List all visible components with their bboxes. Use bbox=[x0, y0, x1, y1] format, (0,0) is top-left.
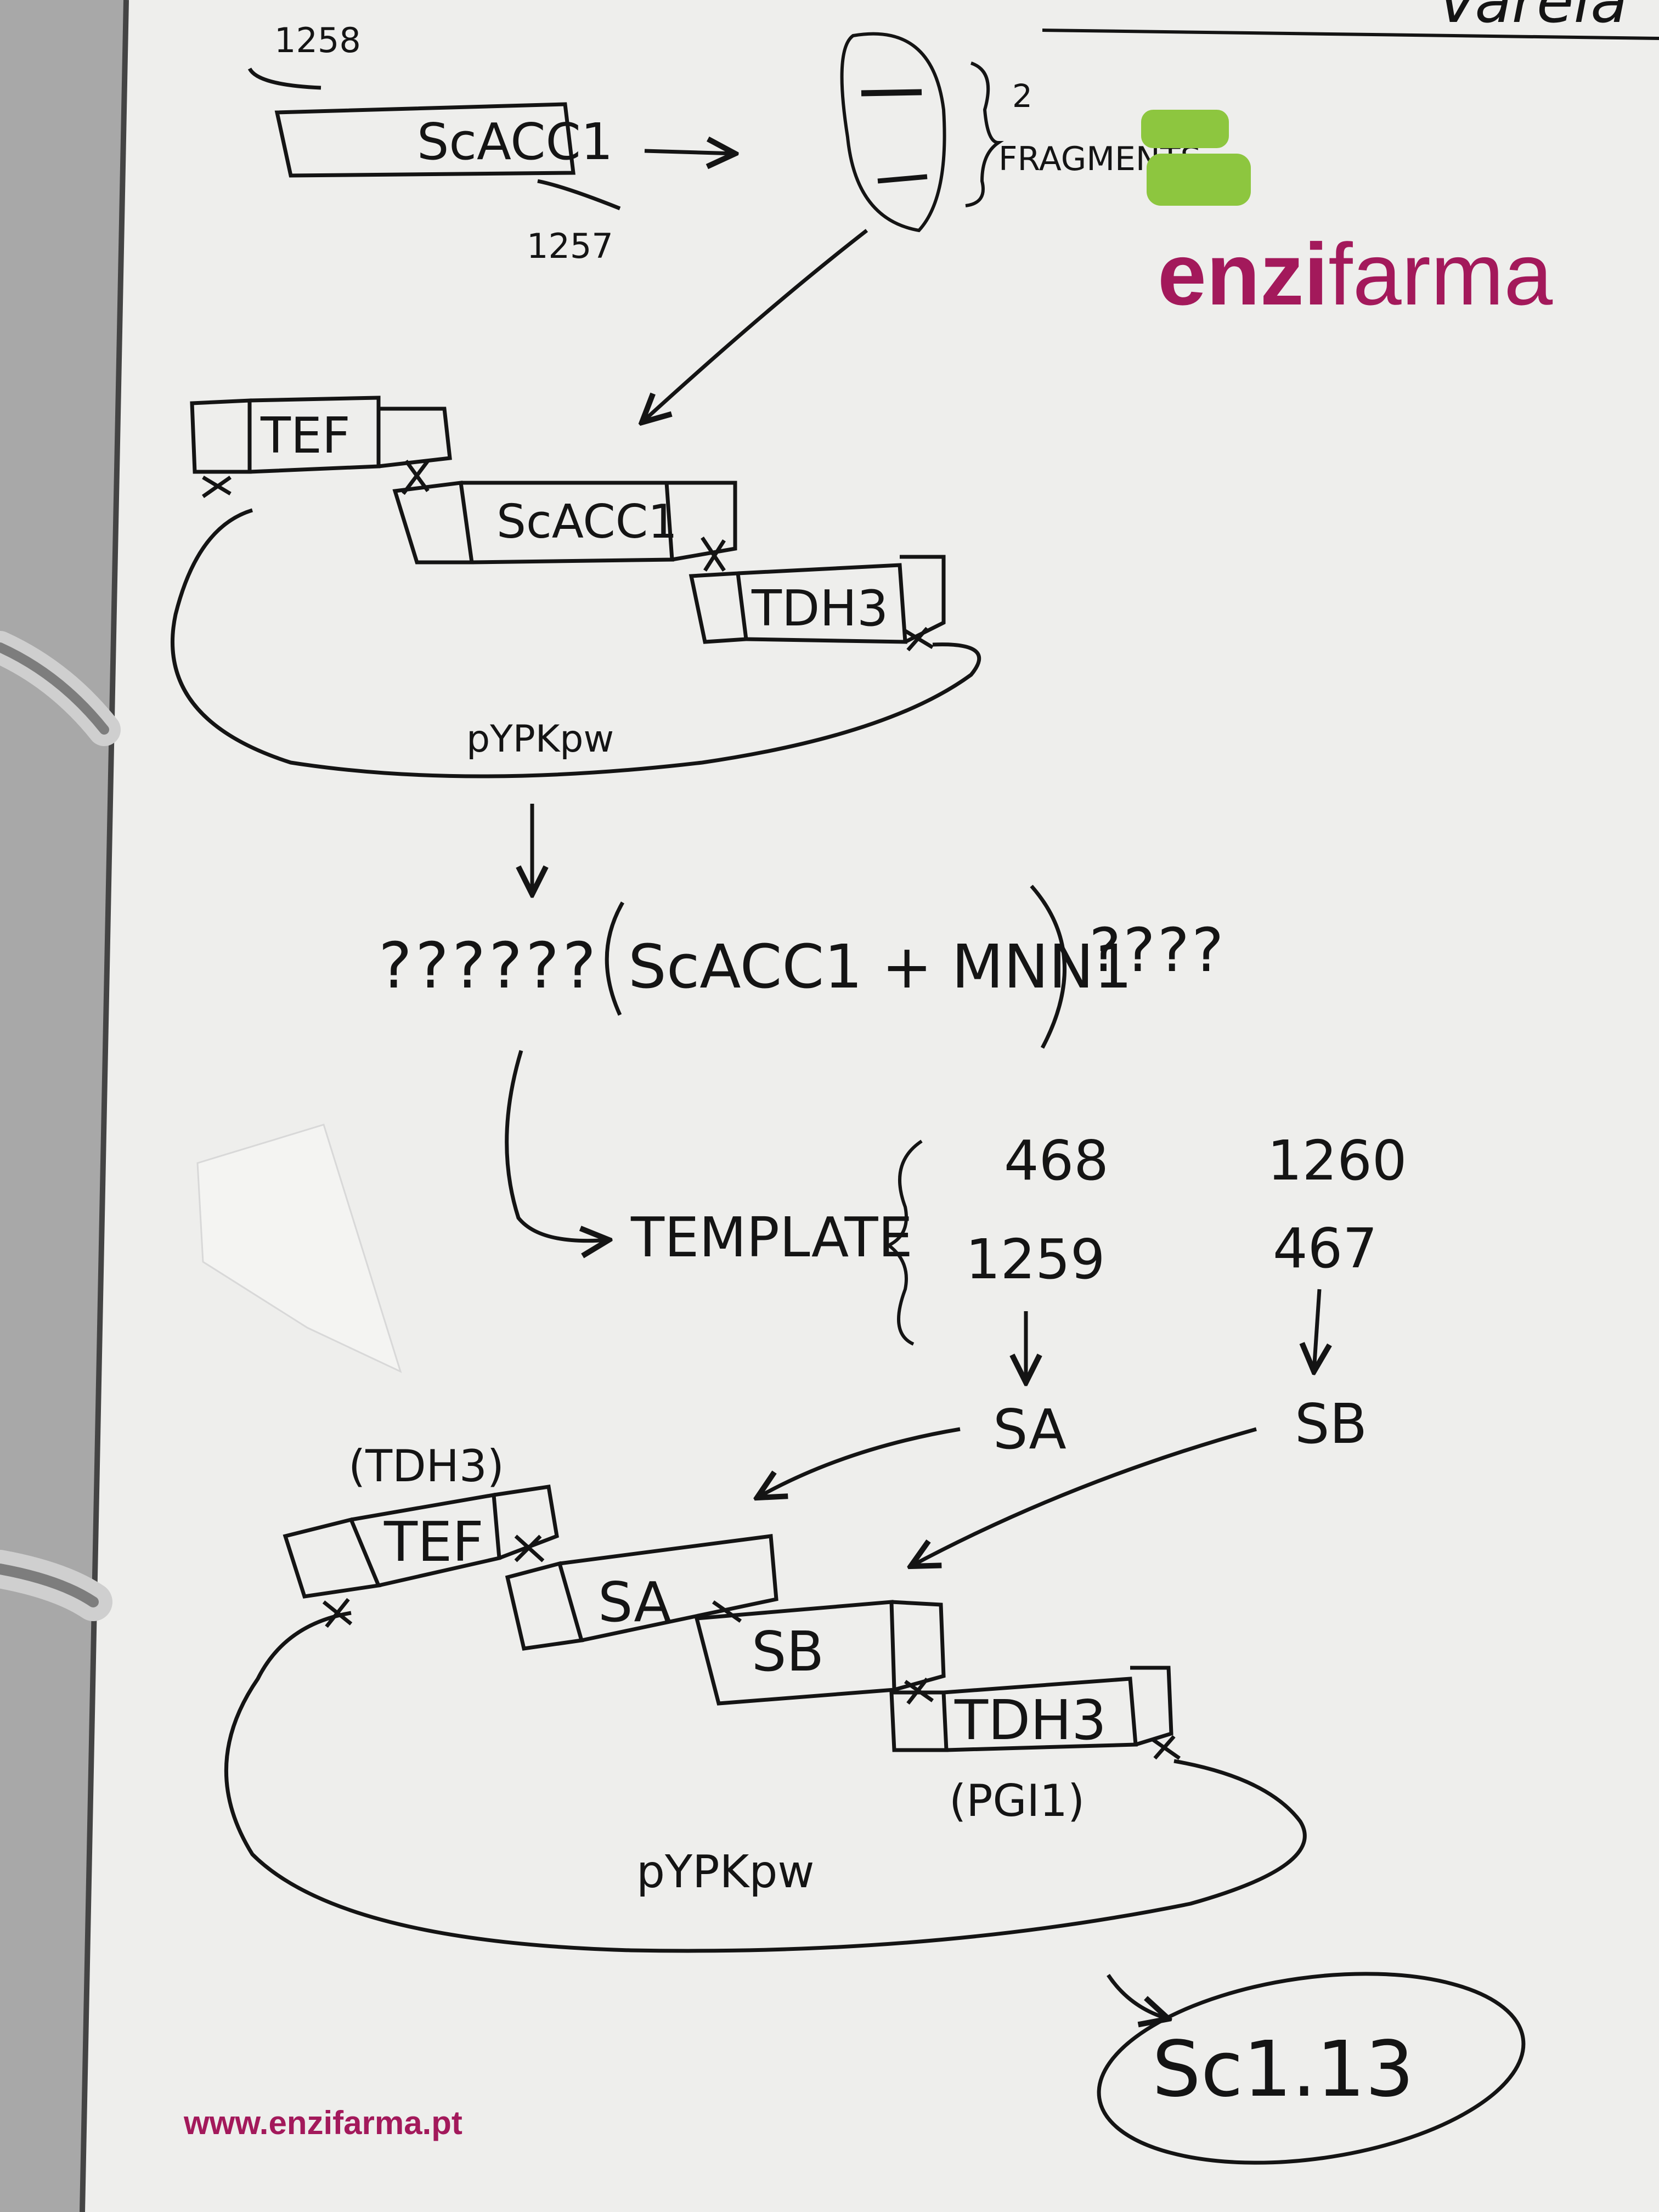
arrow-to-template bbox=[505, 1049, 609, 1241]
construct2-part-sa: SA bbox=[598, 1570, 672, 1634]
construct2-part-tdh3: TDH3 bbox=[954, 1688, 1107, 1752]
fragment-sa-label: SA bbox=[993, 1397, 1066, 1462]
top-right-fragment: Varela bbox=[1437, 0, 1628, 36]
arrow-to-final-strain bbox=[1107, 1974, 1169, 2019]
paper-edge bbox=[80, 0, 129, 2212]
top-gene-block bbox=[247, 67, 621, 211]
template-brace bbox=[885, 1139, 923, 1346]
construct1-part-scacc1: ScACC1 bbox=[496, 495, 678, 549]
paper-scrap bbox=[196, 1124, 402, 1373]
construct2-terminator-alt: (PGI1) bbox=[949, 1775, 1085, 1826]
top-gene-label: ScACC1 bbox=[417, 112, 613, 171]
col-a-primer-1: 468 bbox=[1004, 1128, 1109, 1193]
brand-website: www.enzifarma.pt bbox=[183, 2104, 462, 2141]
construct2-plasmid-label: pYPKpw bbox=[636, 1846, 814, 1898]
brand-name-light: farma bbox=[1328, 225, 1553, 323]
construct2-part-tef: TEF bbox=[383, 1510, 484, 1574]
question-prefix: ?????? bbox=[379, 929, 599, 1003]
paren-close bbox=[1030, 884, 1066, 1049]
brand-name: enzifarma bbox=[1158, 225, 1553, 323]
construct2-promoter-alt: (TDH3) bbox=[348, 1441, 504, 1492]
binder-ring-top bbox=[0, 631, 121, 746]
paper-sheet bbox=[82, 0, 1659, 2212]
construct2-part-sb: SB bbox=[752, 1620, 824, 1684]
final-strain-label: Sc1.13 bbox=[1152, 2025, 1414, 2114]
gel-lane bbox=[840, 32, 1004, 233]
arrow-to-gel bbox=[644, 151, 735, 154]
question-suffix: ???? bbox=[1089, 915, 1226, 985]
top-rule-line bbox=[1042, 29, 1659, 40]
enzifarma-logo-icon bbox=[1141, 110, 1251, 206]
construct2-plasmid bbox=[224, 1485, 1307, 1953]
question-content: ScACC1 + MNN1 bbox=[628, 932, 1132, 1002]
construct1-part-tdh3: TDH3 bbox=[751, 580, 888, 637]
construct1-part-tef: TEF bbox=[260, 407, 351, 465]
arrow-sb-to-construct bbox=[911, 1427, 1257, 1566]
col-a-primer-2: 1259 bbox=[966, 1227, 1105, 1291]
template-label: TEMPLATE bbox=[630, 1205, 913, 1269]
primer-forward-label: 1258 bbox=[274, 20, 361, 60]
brand-name-bold: enzi bbox=[1158, 225, 1328, 323]
primer-reverse-label: 1257 bbox=[527, 226, 613, 266]
arrow-sa-to-construct bbox=[757, 1427, 961, 1498]
col-b-primer-2: 467 bbox=[1273, 1216, 1378, 1280]
col-b-primer-1: 1260 bbox=[1267, 1128, 1407, 1193]
paren-open bbox=[605, 901, 625, 1016]
fragment-sb-label: SB bbox=[1295, 1392, 1367, 1456]
binder-ring-bottom bbox=[0, 1550, 112, 1621]
arrow-col-b-down bbox=[1314, 1289, 1319, 1372]
arrow-gel-to-construct bbox=[642, 229, 868, 422]
construct1-plasmid bbox=[170, 396, 981, 778]
fragment-count: 2 bbox=[1012, 77, 1032, 115]
construct1-plasmid-label: pYPKpw bbox=[466, 718, 614, 761]
final-strain-outline bbox=[1097, 1972, 1526, 2165]
